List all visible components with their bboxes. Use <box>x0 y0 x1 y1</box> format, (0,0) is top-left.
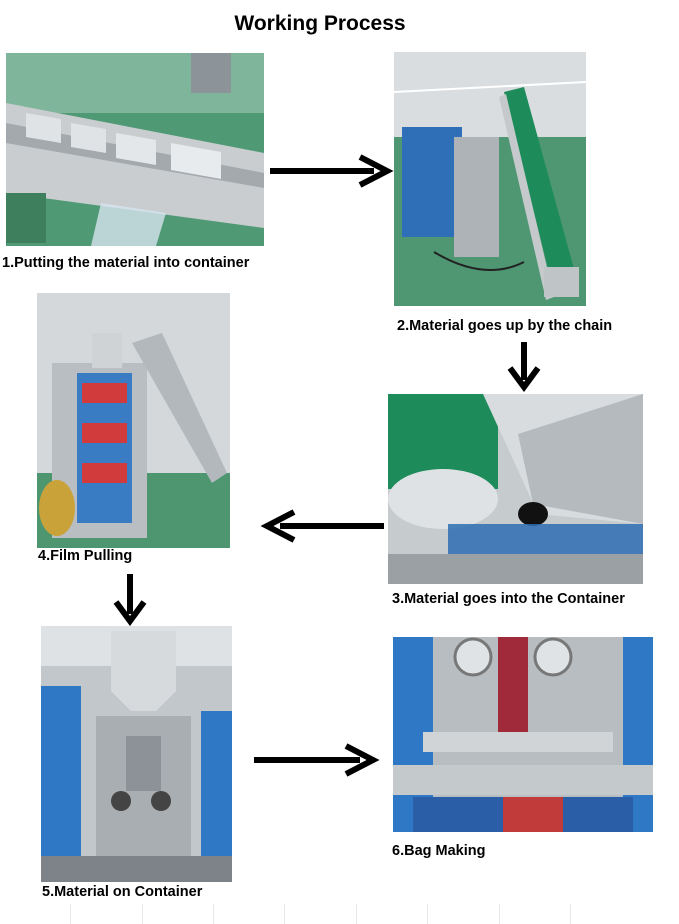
step-6-caption: 6.Bag Making <box>392 843 486 859</box>
divider <box>427 904 428 924</box>
step-2-caption: 2.Material goes up by the chain <box>397 318 613 334</box>
divider <box>142 904 143 924</box>
step-4-photo <box>37 293 230 548</box>
divider <box>356 904 357 924</box>
step-3-photo <box>388 394 643 584</box>
arrow-right-icon <box>254 743 380 777</box>
divider <box>213 904 214 924</box>
arrow-down-icon <box>113 574 147 626</box>
divider <box>570 904 571 924</box>
arrow-right-icon <box>270 154 394 188</box>
step-6-photo <box>393 637 653 832</box>
arrow-left-icon <box>260 509 384 543</box>
step-4-caption: 4.Film Pulling <box>38 548 133 564</box>
page-title: Working Process <box>234 12 406 35</box>
divider <box>499 904 500 924</box>
step-2-photo <box>394 52 586 306</box>
divider <box>70 904 71 924</box>
arrow-down-icon <box>507 342 541 392</box>
step-5-photo <box>41 626 232 882</box>
step-1-caption: 1.Putting the material into container <box>2 255 250 271</box>
divider <box>284 904 285 924</box>
step-1-photo <box>6 53 264 246</box>
step-3-caption: 3.Material goes into the Container <box>392 591 625 607</box>
step-5-caption: 5.Material on Container <box>42 884 203 900</box>
